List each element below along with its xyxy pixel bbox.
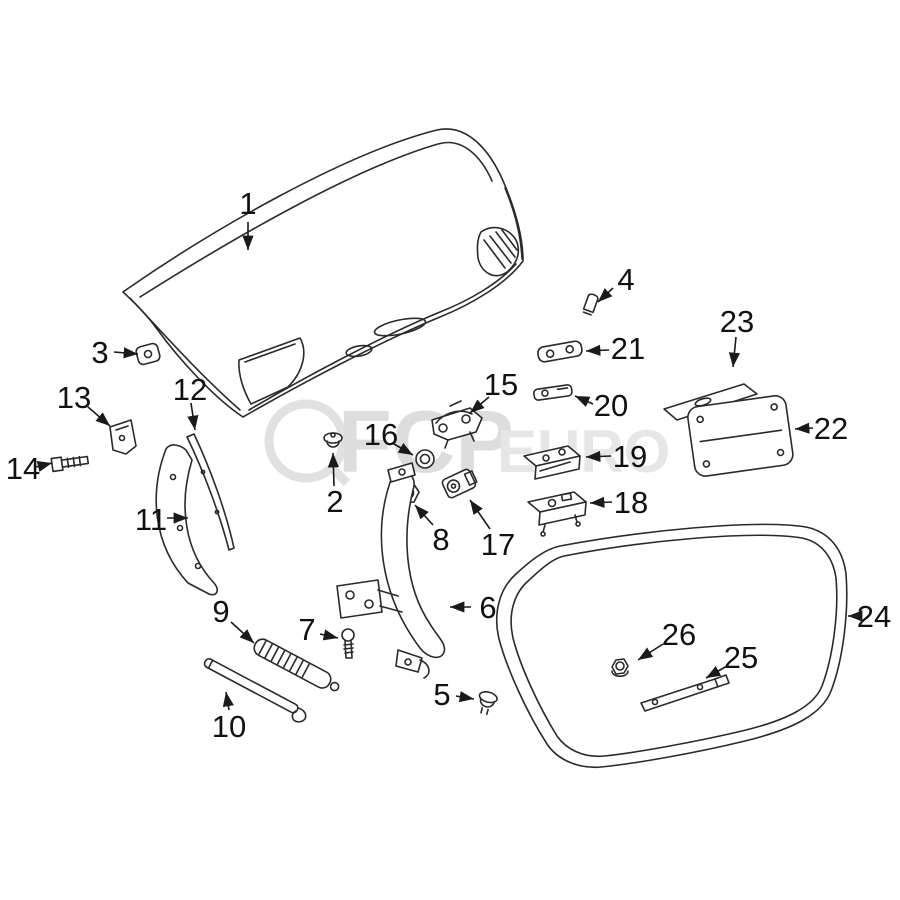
part-5-grommet [478, 691, 498, 716]
part-label-9: 9 [212, 594, 229, 629]
part-label-22: 22 [814, 411, 848, 446]
watermark: FCP EURO [264, 392, 670, 491]
part-11-hinge-arc [155, 444, 218, 596]
part-label-25: 25 [724, 640, 758, 675]
leader-10 [222, 691, 234, 711]
part-26-nut [611, 658, 629, 678]
leader-lines [35, 222, 863, 711]
part-label-20: 20 [594, 388, 628, 423]
part-label-11: 11 [135, 502, 167, 537]
leader-2 [327, 452, 340, 487]
part-label-17: 17 [481, 527, 515, 562]
leader-25 [705, 665, 728, 679]
leader-21 [585, 344, 610, 356]
part-22-filler-panel [687, 395, 794, 477]
leader-13 [87, 406, 111, 427]
leader-7 [319, 629, 339, 641]
part-label-1: 1 [239, 186, 256, 221]
part-20-bracket [533, 384, 573, 401]
part-label-7: 7 [298, 612, 315, 647]
part-6-hinge-assembly [336, 462, 446, 679]
part-17-lock-cylinder [441, 468, 478, 499]
part-labels: 1 2 3 4 5 6 7 8 9 10 11 12 13 14 15 16 1… [6, 186, 891, 744]
leader-12 [187, 402, 199, 431]
part-label-2: 2 [326, 484, 343, 519]
leader-20 [574, 395, 594, 407]
leader-19 [585, 450, 612, 463]
part-21-striker [537, 340, 583, 363]
leader-15 [469, 396, 490, 414]
watermark-text-euro: EURO [497, 418, 670, 485]
part-10-strut-rod [203, 658, 307, 723]
leader-16 [393, 442, 414, 456]
part-label-15: 15 [484, 367, 518, 402]
part-2-plug [323, 432, 343, 448]
part-label-23: 23 [720, 304, 754, 339]
leader-17 [469, 499, 491, 530]
part-label-12: 12 [173, 372, 207, 407]
watermark-text-fcp: FCP [338, 392, 514, 491]
part-4-bolt [582, 293, 599, 316]
part-7-bolt [341, 628, 355, 659]
part-16-grommet [415, 449, 435, 469]
part-13-bracket [109, 419, 137, 455]
leader-8 [414, 504, 434, 526]
part-label-6: 6 [479, 590, 496, 625]
leader-26 [637, 643, 664, 661]
leader-23 [728, 336, 741, 368]
part-label-14: 14 [6, 451, 40, 486]
part-label-18: 18 [614, 485, 648, 520]
part-14-bolt [50, 455, 90, 473]
part-label-13: 13 [57, 380, 91, 415]
leader-4 [597, 287, 614, 303]
part-label-5: 5 [433, 677, 450, 712]
leader-9 [230, 621, 255, 644]
watermark-logo-tail [328, 464, 351, 487]
part-label-16: 16 [364, 417, 398, 452]
part-9-gas-strut [253, 638, 340, 692]
part-24-trunk-seal [495, 523, 848, 769]
leader-3 [113, 347, 139, 359]
leader-5 [455, 691, 475, 703]
part-label-26: 26 [662, 617, 696, 652]
part-12-strip [186, 433, 235, 551]
watermark-logo-circle [264, 399, 348, 483]
part-25-bracket [640, 674, 730, 712]
leader-18 [589, 496, 613, 508]
part-label-24: 24 [857, 599, 891, 634]
trunk-lid-drawing [122, 128, 524, 418]
part-label-10: 10 [212, 709, 246, 744]
part-label-4: 4 [617, 262, 634, 297]
part-label-8: 8 [432, 522, 449, 557]
part-label-19: 19 [613, 439, 647, 474]
part-18-latch [527, 491, 587, 537]
leader-14 [35, 461, 53, 472]
part-3-clip [135, 342, 161, 366]
part-19-latch [523, 445, 581, 480]
part-label-21: 21 [611, 331, 645, 366]
part-label-3: 3 [91, 335, 108, 370]
leader-22 [794, 422, 814, 434]
